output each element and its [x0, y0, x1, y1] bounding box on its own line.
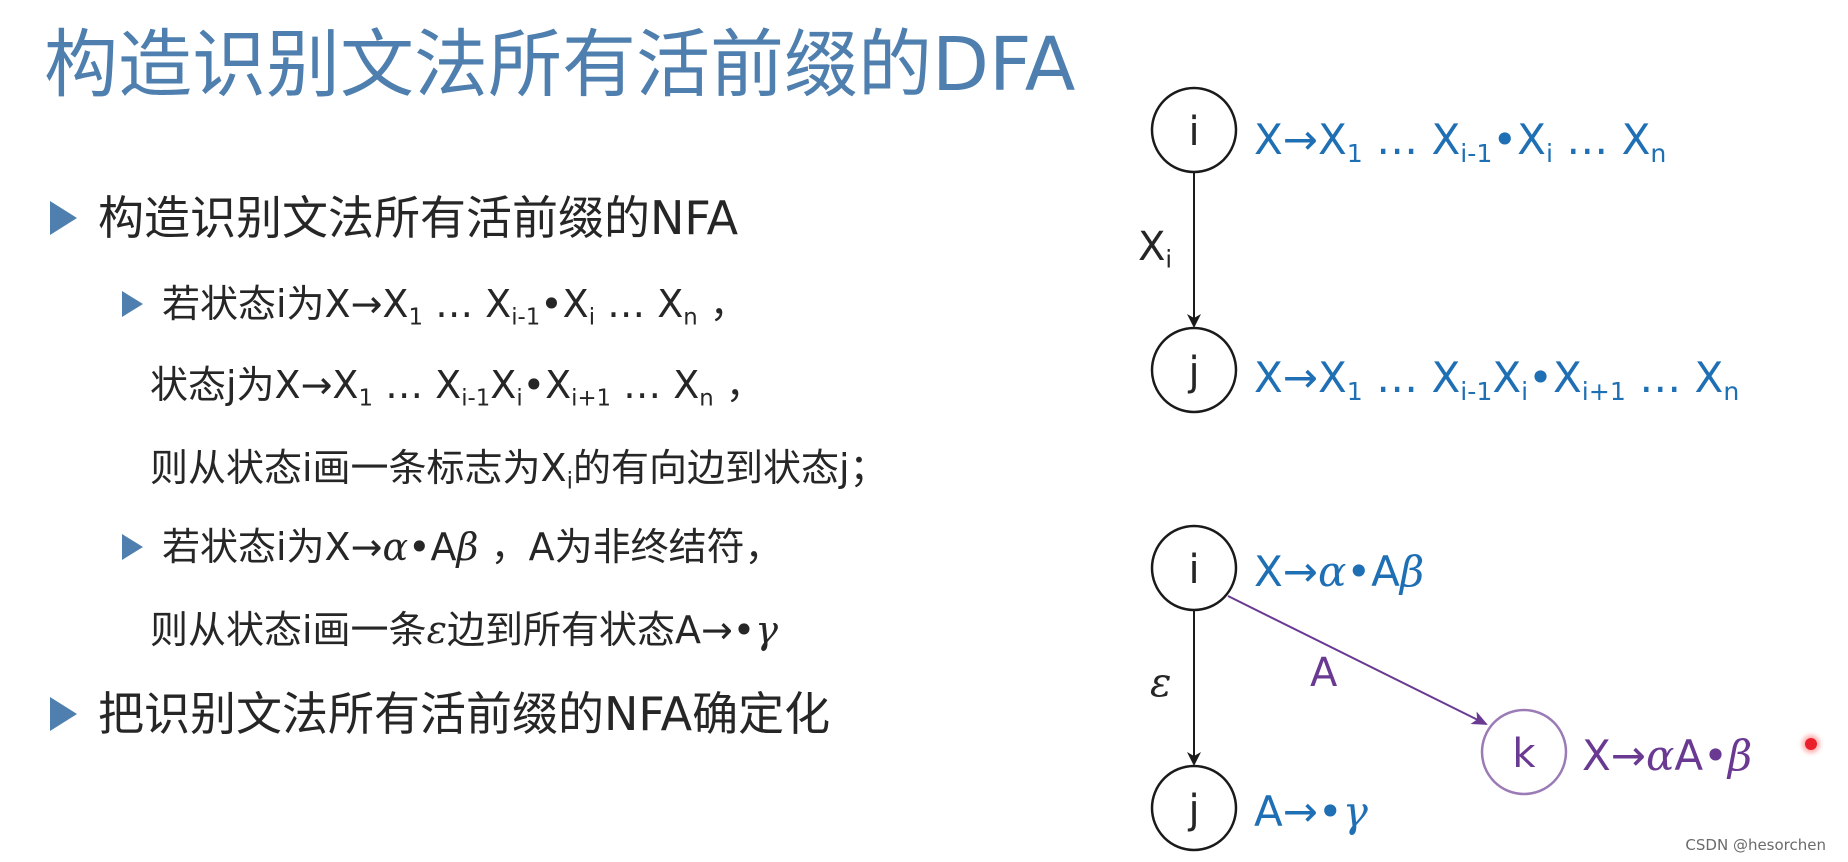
d1-node-j-label: j [1187, 349, 1199, 395]
d1-node-j-circle [1150, 326, 1238, 414]
bullet-text-2: 把识别文法所有活前缀的NFA确定化 [98, 687, 831, 741]
d2-node-j-label: j [1187, 787, 1199, 833]
bullet-marker-2 [50, 697, 77, 731]
d2-node-k-circle [1480, 708, 1568, 796]
d1-node-i-label: i [1188, 109, 1199, 155]
laser-pointer-dot [1805, 738, 1817, 750]
d1-edge-label: Xi [1138, 224, 1173, 274]
d2-edge-epsilon-label: ε [1150, 660, 1172, 706]
bullet-text-1b-line2: 则从状态i画一条ε边到所有状态A→•γ [150, 608, 778, 652]
bullet-text-1b-line1: 若状态i为X→α•Aβ ，A为非终结符， [162, 525, 783, 569]
d2-node-i-label: i [1188, 547, 1199, 593]
d2-node-i-circle [1150, 524, 1238, 612]
d2-item-j: A→•γ [1254, 787, 1368, 836]
d1-item-i: X→X1 … Xi-1•Xi … Xn [1254, 115, 1667, 169]
bullet-text-1a-line2: 状态j为X→X1 … Xi-1Xi•Xi+1 … Xn ， [150, 363, 764, 412]
watermark: CSDN @hesorchen [1685, 836, 1826, 854]
bullet-text-1: 构造识别文法所有活前缀的NFA [98, 191, 739, 245]
d2-node-k-label: k [1512, 731, 1536, 777]
slide-title: 构造识别文法所有活前缀的DFA [44, 22, 1076, 108]
d2-node-j-circle [1150, 764, 1238, 852]
bullet-text-1a-line3: 则从状态i画一条标志为Xi的有向边到状态j； [150, 446, 888, 495]
bullet-marker-1b [122, 534, 143, 560]
d2-item-i: X→α•Aβ [1254, 547, 1425, 596]
d2-edge-i-to-k [1227, 595, 1488, 725]
bullet-marker-1 [50, 201, 77, 235]
bullet-marker-1a [122, 291, 143, 317]
d2-item-k: X→αA•β [1582, 731, 1753, 780]
d1-item-j: X→X1 … Xi-1Xi•Xi+1 … Xn [1254, 353, 1740, 407]
bullet-text-1a-line1: 若状态i为X→X1 … Xi-1•Xi … Xn ， [162, 282, 748, 331]
d1-node-i-circle [1150, 86, 1238, 174]
d2-edge-A-label: A [1310, 650, 1338, 696]
